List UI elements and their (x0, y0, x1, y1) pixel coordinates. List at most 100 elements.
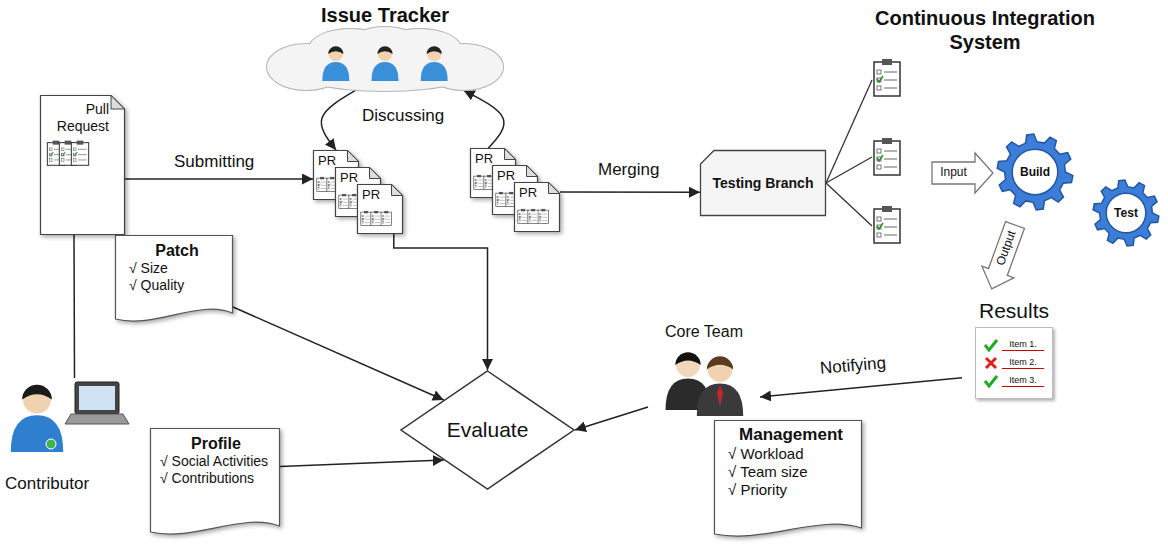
doc-fold (549, 183, 560, 194)
node-heading: Build (997, 165, 1073, 179)
profile-box: Profile√ Social Activities√ Contribution… (150, 428, 280, 538)
connector-arrow (73, 235, 75, 378)
check-stroke (985, 340, 997, 350)
output-block-arrow (976, 219, 1031, 295)
fanout-line (826, 157, 872, 183)
diamond-outline (401, 371, 574, 489)
node-heading: Evaluate (430, 417, 545, 442)
input-block-arrow (932, 153, 993, 193)
person-hair (328, 46, 343, 54)
person-hair (377, 46, 392, 54)
branch-fanout (826, 80, 872, 226)
wave-doc-outline (715, 421, 862, 537)
gear-teeth (997, 134, 1073, 210)
cross-mark (984, 356, 998, 370)
laptop-screen (75, 382, 119, 414)
check-mark (984, 338, 998, 352)
person-body (11, 415, 64, 452)
pr-doc: PR (514, 182, 560, 232)
discussing-label: Discussing (362, 106, 452, 126)
node-item: √ Social Activities (160, 453, 272, 470)
node-item: √ Contributions (160, 470, 272, 487)
evaluate-diamond: Evaluate (400, 370, 575, 490)
fanout-line (826, 183, 872, 226)
team-member-icon (372, 46, 399, 81)
results-sheet: ResultsItem 1.Item 2.Item 3. (962, 298, 1066, 443)
node-heading: PR (475, 151, 506, 167)
gear-teeth (1093, 180, 1159, 246)
wave-doc-outline (151, 429, 280, 535)
check-mark (984, 374, 998, 388)
check-stroke (985, 376, 997, 386)
node-heading: PR (362, 187, 393, 203)
clipboard-icon (381, 211, 391, 226)
doc-fold (370, 168, 381, 179)
node-outline (40, 95, 125, 235)
node-heading: Profile (160, 434, 272, 453)
result-row: Item 1. (984, 338, 1044, 352)
doc-fold (527, 166, 538, 177)
pr-doc: PR (357, 184, 403, 234)
patch-box: Patch√ Size√ Quality (115, 235, 233, 325)
management-box: Management√ Workload√ Team size√ Priorit… (714, 420, 862, 540)
person-head (427, 47, 441, 61)
fanout-line (826, 80, 872, 183)
node-item: √ Priority (728, 481, 854, 499)
node-heading: Core Team (665, 322, 743, 341)
node-heading: PR (497, 168, 528, 184)
connector-arrow (321, 90, 355, 150)
person-head (23, 386, 51, 414)
connector-arrow (760, 378, 962, 397)
node-heading: PR (340, 170, 371, 186)
output-arrow-shape (976, 219, 1031, 295)
results-sheet-paper: Item 1.Item 2.Item 3. (975, 327, 1053, 399)
clipboard-icon (474, 175, 484, 190)
contributor-icon (11, 385, 64, 452)
build-gear: Build (997, 134, 1073, 210)
node-item: Item 1. (1002, 339, 1044, 351)
cross-stroke (986, 358, 996, 368)
result-row: Item 2. (984, 356, 1044, 370)
doc-outline (358, 185, 403, 234)
node-heading: PR (519, 185, 550, 201)
man-icon (697, 356, 744, 416)
node-item: √ Size (129, 260, 225, 277)
person-head (676, 353, 700, 377)
node-heading: Contributor (5, 474, 133, 494)
node-item: √ Team size (728, 463, 854, 481)
person-body (322, 62, 349, 81)
person-head (708, 357, 733, 382)
testing-branch-box: Testing Branch (700, 150, 826, 216)
person-body (421, 62, 448, 81)
connector-arrow (233, 307, 444, 400)
laptop-base (65, 414, 129, 424)
status-dot (46, 439, 56, 449)
node-item: √ Quality (129, 277, 225, 294)
clipboard-icon (496, 192, 506, 207)
connector-arrow (280, 460, 444, 467)
clipboard-icon (538, 209, 548, 224)
edge-label: Merging (596, 160, 661, 180)
person-hair (675, 352, 701, 365)
person-body (697, 383, 744, 416)
wave-doc-outline (116, 236, 233, 322)
clipboard-icon (71, 141, 88, 166)
contributor-figure: Contributor (3, 378, 133, 496)
node-heading: Results (979, 298, 1049, 323)
pull-request-doc: Pull Request (40, 95, 125, 235)
person-head (329, 47, 343, 61)
clipboard-icon (371, 211, 381, 226)
clipboard-icon (361, 211, 371, 226)
node-heading: Test (1093, 206, 1159, 220)
person-body (372, 62, 399, 81)
test-gear: Test (1093, 180, 1159, 246)
doc-fold (505, 149, 516, 160)
connector-arrow (464, 90, 504, 148)
connector-arrow (125, 178, 313, 180)
connector-arrow (560, 191, 700, 193)
clipboard-icon (528, 209, 538, 224)
node-heading: Patch (129, 241, 225, 260)
node-heading: Management (728, 425, 854, 445)
node-heading: Issue Tracker (262, 3, 508, 27)
